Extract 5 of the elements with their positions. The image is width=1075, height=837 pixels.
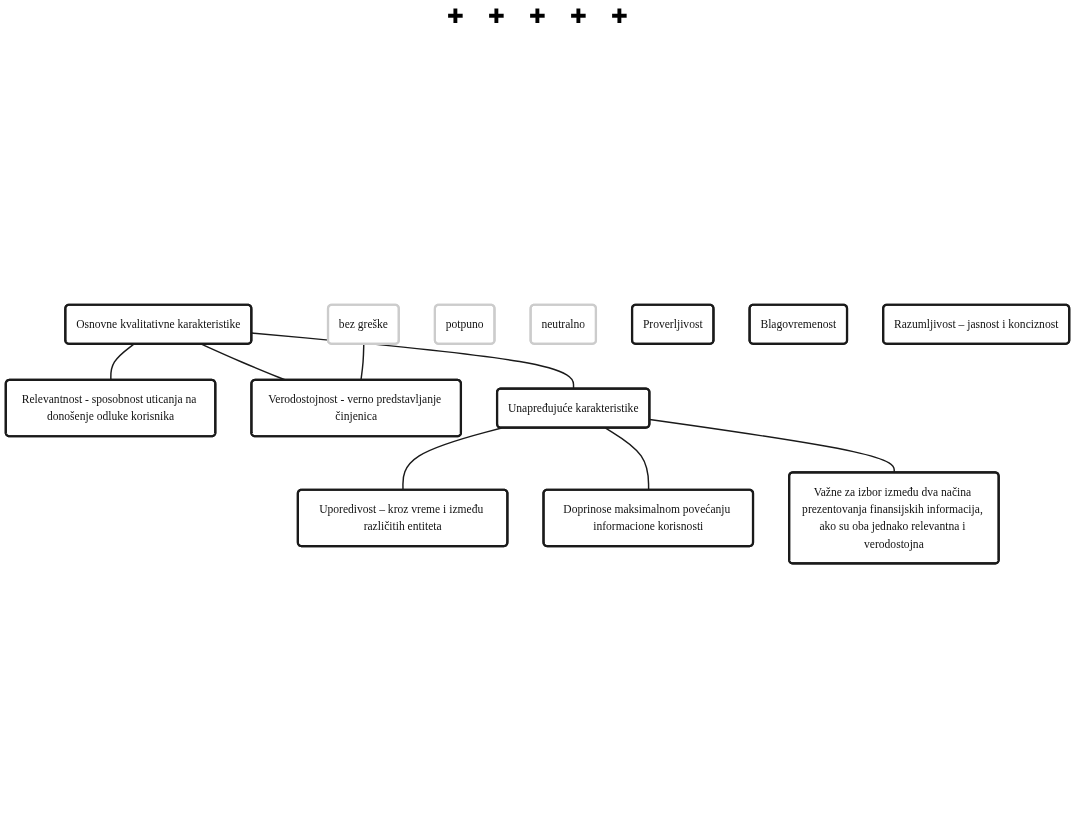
plus-sign: ✚	[529, 4, 546, 28]
plus-sign: ✚	[611, 4, 628, 28]
plus-sign: ✚	[570, 4, 587, 28]
plus-sign: ✚	[488, 4, 505, 28]
plus-sign: ✚	[447, 4, 464, 28]
